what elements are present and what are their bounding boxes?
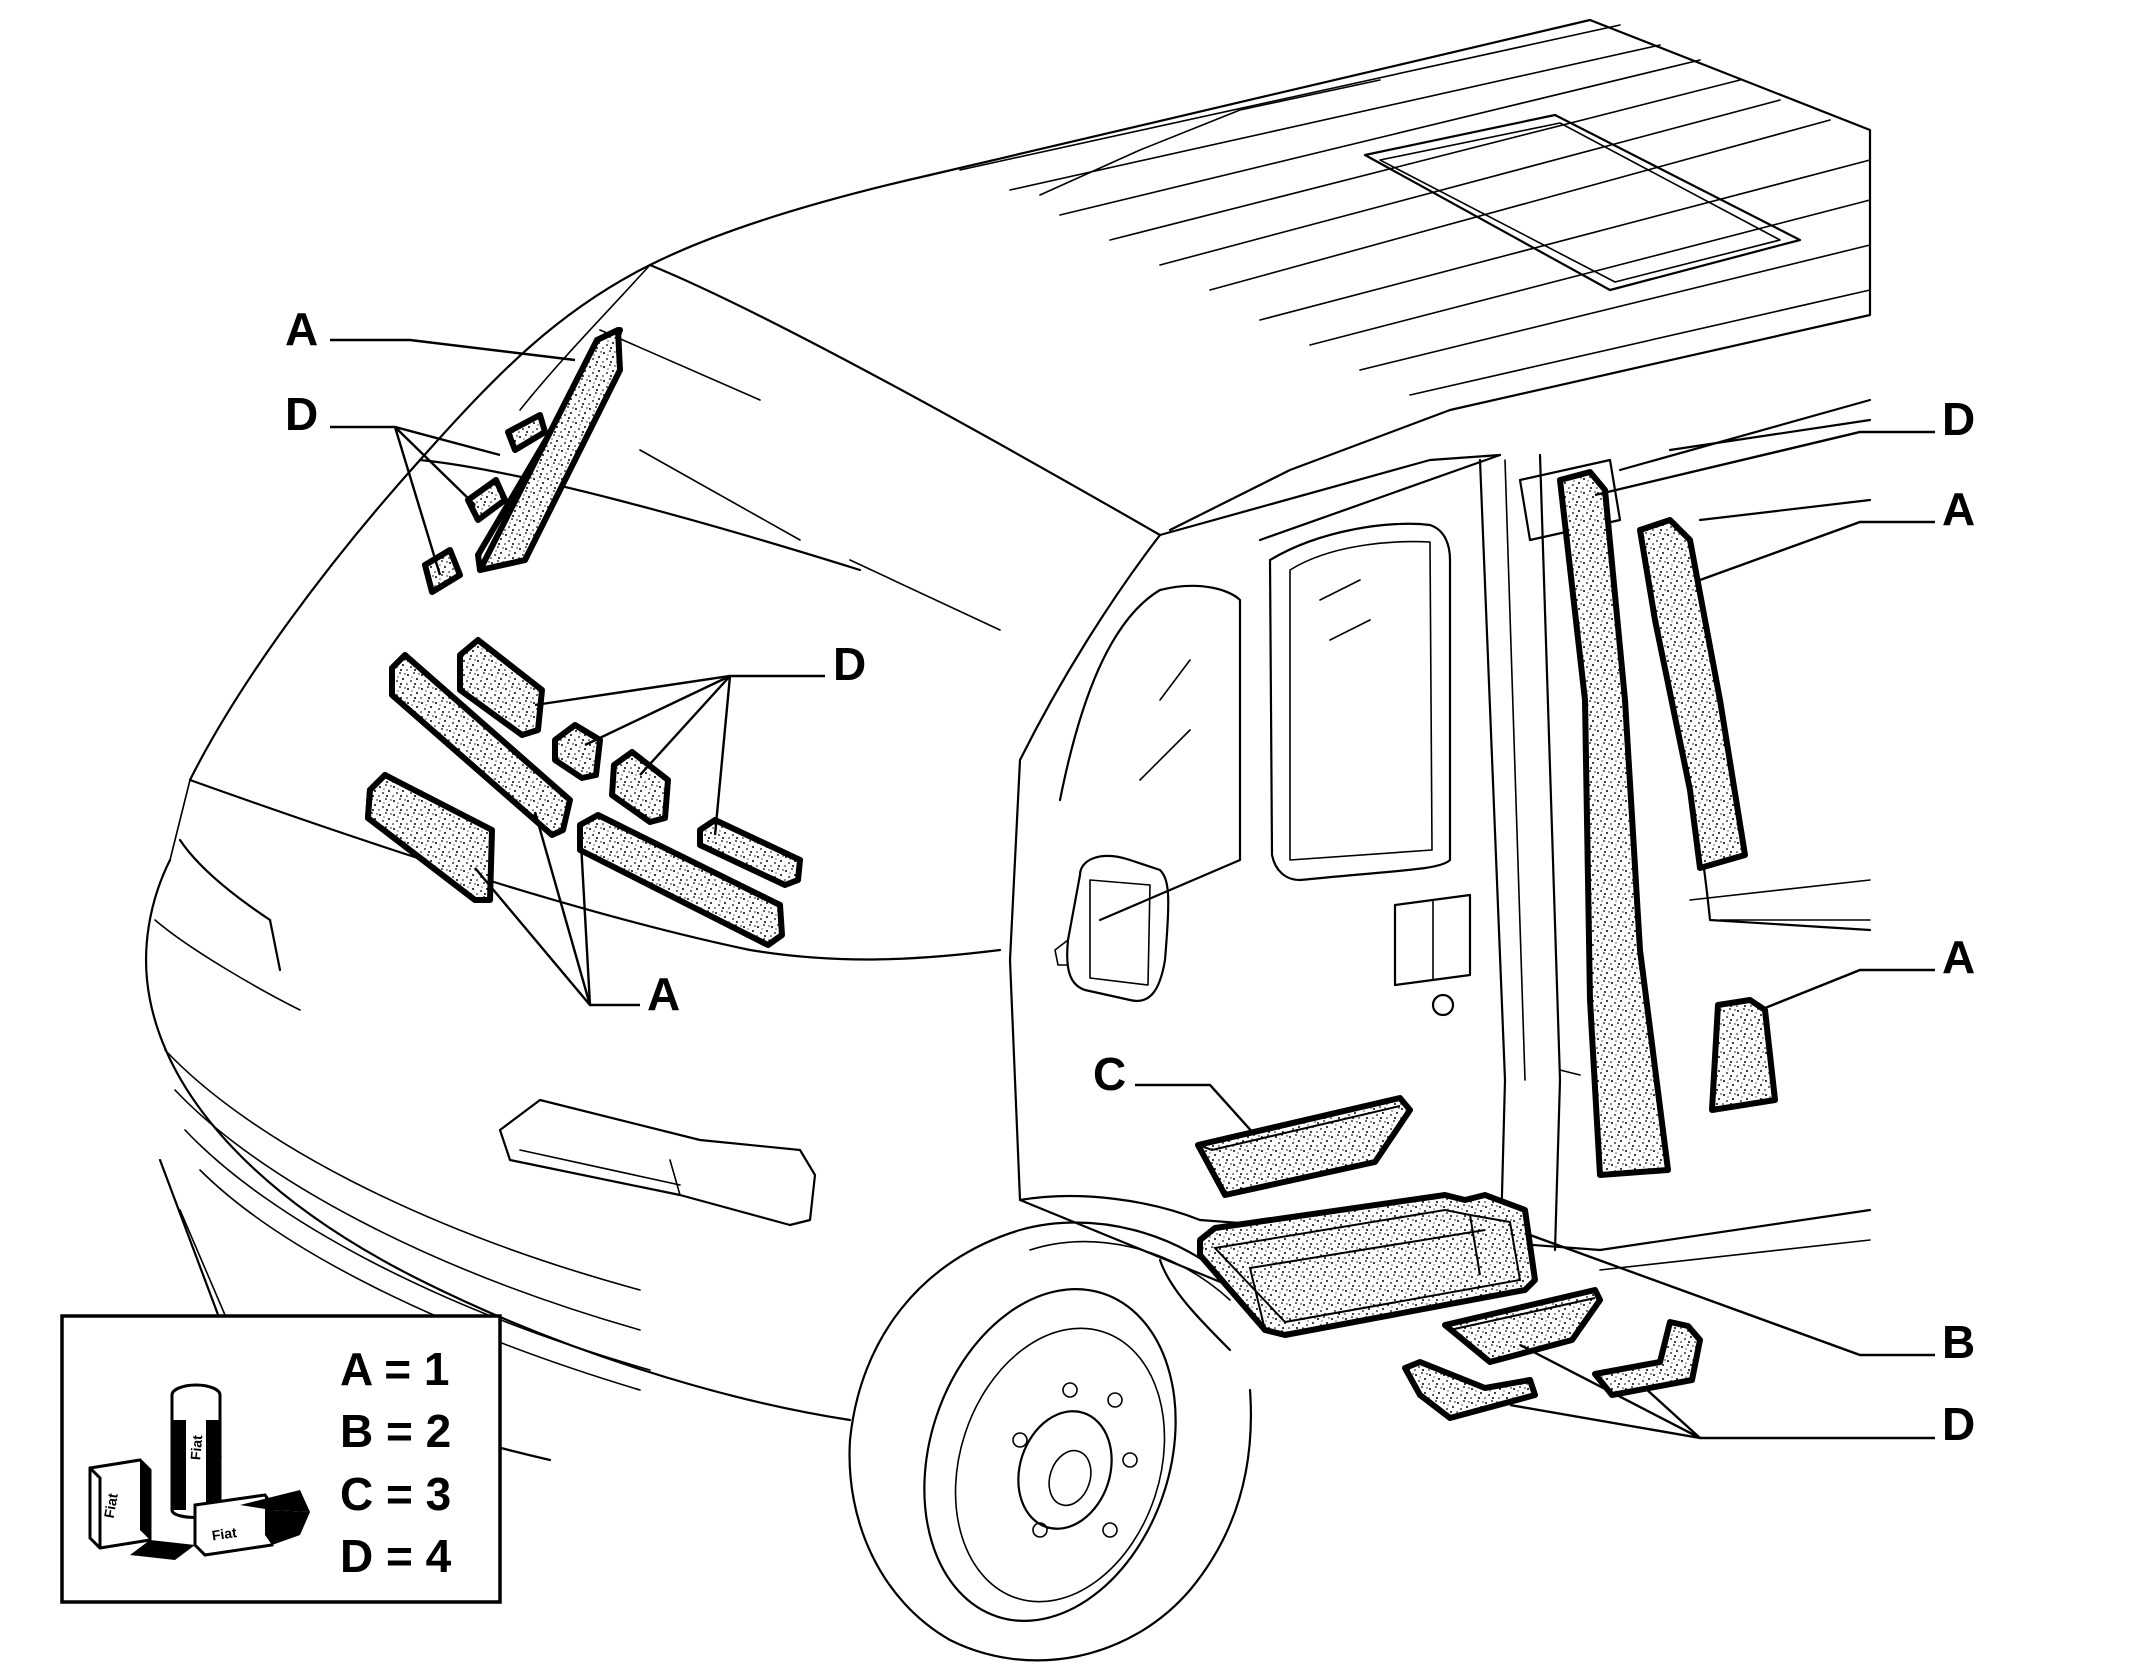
pad-a-hood-3 [577,812,785,948]
pad-c-door [1195,1095,1413,1198]
callout-b-right: B [1942,1316,1975,1368]
callout-a-top-left: A [285,303,318,355]
product-label-4: Fiat [211,1524,238,1543]
legend-entry-d: D = 4 [340,1530,452,1582]
pad-d-hood-1 [457,637,545,738]
legend-entry-b: B = 2 [340,1405,451,1457]
pad-a-lower-right [1709,997,1778,1113]
product-label-3: Fiat [207,1454,225,1481]
callout-a-lower-right: A [1942,931,1975,983]
callout-d-top-left: D [285,388,318,440]
pad-d-hood-2 [552,722,603,781]
pad-b-floor-tray [1197,1192,1538,1338]
product-kit-icon [88,1383,310,1560]
legend-box: Fiat Fiat Fiat Fiat A = 1 B = 2 C = 3 D … [60,1314,502,1604]
pad-d-pillar-long [1557,469,1671,1178]
pad-d-windshield-1 [505,412,548,453]
pad-d-hood-4 [697,817,803,888]
pad-d-floor-2 [1402,1359,1538,1421]
leader-lines [330,338,1935,1440]
insulation-pads [365,327,1778,1421]
callout-d-middle: D [833,638,866,690]
front-wheel [848,1221,1252,1662]
pad-a-pillar-right [1637,517,1748,871]
pad-d-windshield-2 [465,477,508,523]
callout-a-top-right: A [1942,483,1975,535]
pad-d-floor-3 [1592,1319,1703,1398]
callout-a-middle: A [647,968,680,1020]
callout-labels: A D D A C D A A B D [285,303,1975,1450]
product-label-1: Fiat [101,1492,121,1520]
pad-a-hood-1 [389,652,573,838]
callout-c-side: C [1093,1048,1126,1100]
callout-d-bottom-right: D [1942,1398,1975,1450]
pad-d-windshield-3 [422,547,463,595]
product-label-2: Fiat [187,1434,205,1461]
legend-entry-c: C = 3 [340,1468,451,1520]
pad-d-floor-1 [1442,1287,1603,1365]
pad-d-hood-3 [609,749,671,825]
legend-entry-a: A = 1 [340,1343,450,1395]
callout-d-top-right: D [1942,393,1975,445]
